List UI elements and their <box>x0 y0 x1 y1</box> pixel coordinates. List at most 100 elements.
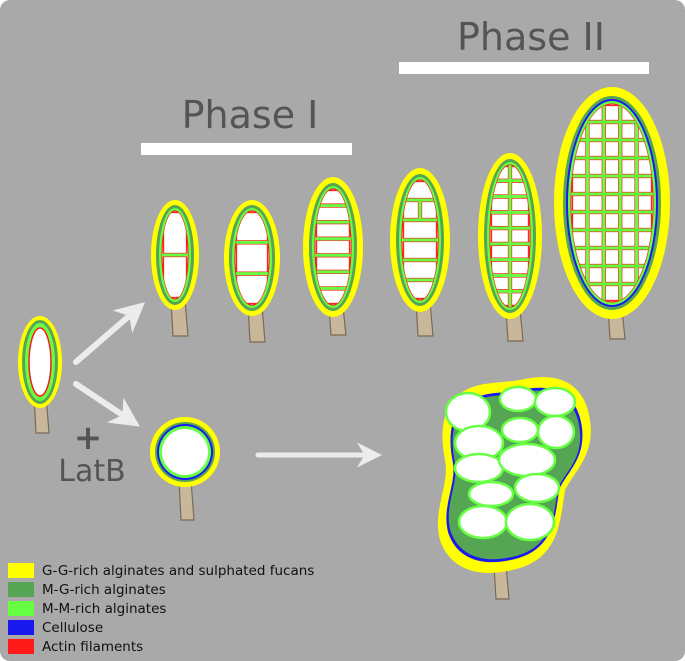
daughter-cell <box>513 472 561 504</box>
daughter-cell <box>621 123 636 139</box>
legend-swatch <box>8 563 34 578</box>
plus-sign: + <box>74 418 103 458</box>
daughter-cell <box>491 197 509 212</box>
latb-irregular-embryo <box>437 376 591 600</box>
daughter-cell <box>572 195 587 211</box>
daughter-cell <box>588 249 603 265</box>
daughter-cell <box>604 213 620 229</box>
cell-walls <box>490 165 530 307</box>
daughter-cell <box>637 177 652 193</box>
daughter-cell <box>403 221 437 239</box>
daughter-cell <box>604 123 620 139</box>
embryo-stage-5 <box>478 153 542 342</box>
daughter-cell <box>588 231 603 247</box>
daughter-cell <box>572 177 587 193</box>
daughter-cell <box>604 141 620 157</box>
daughter-cell <box>316 239 350 255</box>
cell-walls <box>162 212 188 298</box>
legend-swatch <box>8 620 34 635</box>
daughter-cell <box>637 195 652 211</box>
daughter-cell <box>453 452 505 484</box>
daughter-cell <box>621 141 636 157</box>
legend-label: Cellulose <box>42 620 103 636</box>
daughter-cell <box>511 260 529 275</box>
legend-label: Actin filaments <box>42 639 143 655</box>
daughter-cell <box>604 231 620 247</box>
daughter-cell <box>588 159 603 175</box>
phase-one-title: Phase I <box>182 93 319 137</box>
legend: G-G-rich alginates and sulphated fucansM… <box>8 563 314 655</box>
daughter-cell <box>604 249 620 265</box>
daughter-cell <box>604 177 620 193</box>
legend-swatch <box>8 582 34 597</box>
daughter-cell <box>621 249 636 265</box>
cell-walls <box>571 104 653 302</box>
daughter-cell <box>511 244 529 259</box>
legend-swatch <box>8 639 34 654</box>
embryo-stage-2 <box>224 200 280 343</box>
phase-two-bar <box>399 62 649 74</box>
cell-walls <box>235 212 269 304</box>
daughter-cell <box>572 213 587 229</box>
legend-swatch <box>8 601 34 616</box>
cell-interior <box>162 429 208 475</box>
daughter-cell <box>491 213 509 228</box>
daughter-cell <box>621 195 636 211</box>
daughter-cell <box>316 272 350 288</box>
latb-round-cell <box>150 417 220 521</box>
daughter-cell <box>511 229 529 243</box>
embryo-stage-3 <box>303 177 363 336</box>
embryo-cells <box>18 87 670 600</box>
zygote-interior <box>28 327 52 397</box>
legend-label: M-M-rich alginates <box>42 601 166 617</box>
daughter-cell <box>421 201 437 219</box>
daughter-cell <box>621 213 636 229</box>
daughter-cell <box>604 195 620 211</box>
zygote <box>18 316 62 434</box>
daughter-cell <box>500 416 540 444</box>
daughter-cell <box>621 159 636 175</box>
daughter-cell <box>621 231 636 247</box>
daughter-cell <box>457 504 509 540</box>
daughter-cell <box>504 502 556 542</box>
daughter-cell <box>491 260 509 275</box>
daughter-cell <box>588 123 603 139</box>
daughter-cell <box>604 105 620 121</box>
daughter-cell <box>316 206 350 222</box>
daughter-cell <box>604 267 620 283</box>
daughter-cell <box>588 267 603 283</box>
daughter-cell <box>316 256 350 271</box>
arrow-to-latb <box>73 381 140 427</box>
daughter-cell <box>588 177 603 193</box>
daughter-cell <box>621 177 636 193</box>
daughter-cell <box>491 229 509 243</box>
daughter-cell <box>637 213 652 229</box>
daughter-cell <box>604 285 620 301</box>
phase-one-bar <box>141 143 352 155</box>
cell-walls <box>402 181 438 299</box>
daughter-cell <box>588 141 603 157</box>
arrow-to-phase-one <box>73 302 146 365</box>
daughter-cell <box>403 201 419 219</box>
daughter-cell <box>533 386 577 418</box>
embryo-stage-4 <box>390 168 450 337</box>
daughter-cell <box>621 267 636 283</box>
daughter-cell <box>511 213 529 228</box>
daughter-cell <box>536 414 576 450</box>
daughter-cell <box>491 244 509 259</box>
embryo-stage-6 <box>554 87 670 340</box>
daughter-cell <box>236 243 268 273</box>
cell-walls <box>315 190 351 304</box>
daughter-cell <box>588 213 603 229</box>
daughter-cell <box>467 480 515 508</box>
daughter-cell <box>316 223 350 238</box>
phase-two-title: Phase II <box>457 15 605 59</box>
latb-label: LatB <box>58 454 125 489</box>
daughter-cell <box>604 159 620 175</box>
daughter-cell <box>403 241 437 259</box>
daughter-cell <box>497 442 557 478</box>
daughter-cell <box>498 385 538 413</box>
legend-label: G-G-rich alginates and sulphated fucans <box>42 563 314 579</box>
